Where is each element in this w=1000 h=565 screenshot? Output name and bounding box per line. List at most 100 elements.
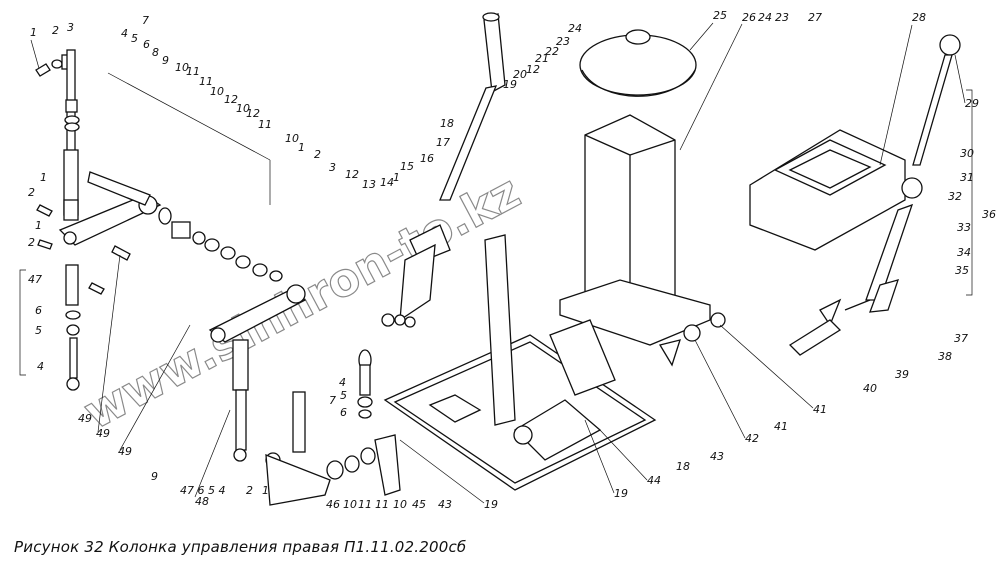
part-label: 11 bbox=[199, 75, 213, 88]
part-label: 28 bbox=[912, 11, 926, 24]
part-label: 12 bbox=[345, 168, 359, 181]
part-label: 47 bbox=[28, 273, 42, 286]
part-label: 5 bbox=[131, 32, 138, 45]
part-label: 7 bbox=[142, 14, 149, 27]
part-label: 10 bbox=[175, 61, 189, 74]
part-label: 15 bbox=[400, 160, 414, 173]
upper-right-box bbox=[749, 129, 906, 251]
part-label: 10 bbox=[236, 102, 250, 115]
part-label: 27 bbox=[808, 11, 822, 24]
part-label: 36 bbox=[982, 208, 996, 221]
part-label: 1 bbox=[298, 141, 305, 154]
part-label: 5 bbox=[35, 324, 42, 337]
part-label: 32 bbox=[948, 190, 962, 203]
part-label: 12 bbox=[246, 107, 260, 120]
part-label: 6 bbox=[340, 406, 347, 419]
part-label: 24 bbox=[758, 11, 772, 24]
part-label: 30 bbox=[960, 147, 974, 160]
part-label: 35 bbox=[955, 264, 969, 277]
part-label: 11 bbox=[375, 498, 389, 511]
part-label: 11 bbox=[358, 498, 372, 511]
base-plate bbox=[383, 234, 657, 491]
part-label: 20 bbox=[513, 68, 527, 81]
part-label: 10 bbox=[393, 498, 407, 511]
bushing-row bbox=[107, 72, 283, 282]
part-label: 48 bbox=[195, 495, 209, 508]
part-label: 43 bbox=[438, 498, 452, 511]
part-label: 18 bbox=[440, 117, 454, 130]
part-label: 49 bbox=[78, 412, 92, 425]
part-label: 41 bbox=[813, 403, 827, 416]
part-label: 1 bbox=[30, 26, 37, 39]
gear-lever bbox=[381, 12, 506, 328]
part-label: 22 bbox=[545, 45, 559, 58]
part-label: 37 bbox=[954, 332, 968, 345]
part-label: 4 bbox=[121, 27, 128, 40]
left-rod-assembly bbox=[19, 39, 162, 391]
lower-link-assembly bbox=[208, 284, 401, 506]
part-label: 21 bbox=[535, 52, 549, 65]
part-label: 9 bbox=[162, 54, 169, 67]
part-label: 26 bbox=[742, 11, 756, 24]
part-label: 19 bbox=[614, 487, 628, 500]
part-label: 43 bbox=[710, 450, 724, 463]
part-label: 14 bbox=[380, 176, 394, 189]
part-label: 3 bbox=[329, 161, 336, 174]
part-label: 39 bbox=[895, 368, 909, 381]
part-label: 16 bbox=[420, 152, 434, 165]
part-label: 9 bbox=[151, 470, 158, 483]
part-label: 12 bbox=[224, 93, 238, 106]
part-label: 41 bbox=[774, 420, 788, 433]
part-label: 8 bbox=[152, 46, 159, 59]
part-label: 1 bbox=[393, 171, 400, 184]
part-label: 10 bbox=[210, 85, 224, 98]
part-label: 4 bbox=[339, 376, 346, 389]
part-label: 23 bbox=[556, 35, 570, 48]
part-label: 11 bbox=[258, 118, 272, 131]
part-label: 25 bbox=[713, 9, 727, 22]
part-label: 13 bbox=[362, 178, 376, 191]
column-housing bbox=[559, 29, 711, 346]
part-label: 12 bbox=[526, 63, 540, 76]
part-label: 49 bbox=[96, 427, 110, 440]
part-label: 2 bbox=[52, 24, 59, 37]
part-label: 19 bbox=[484, 498, 498, 511]
leader-lines bbox=[97, 22, 966, 504]
part-label: 46 bbox=[326, 498, 340, 511]
right-lever-assembly bbox=[658, 34, 973, 367]
part-label: 6 bbox=[35, 304, 42, 317]
part-label: 45 bbox=[412, 498, 426, 511]
part-label: 19 bbox=[503, 78, 517, 91]
part-label: 44 bbox=[647, 474, 661, 487]
part-label: 49 bbox=[118, 445, 132, 458]
part-label: 10 bbox=[285, 132, 299, 145]
part-label: 4 bbox=[37, 360, 44, 373]
part-label: 11 bbox=[186, 65, 200, 78]
part-label: 10 bbox=[343, 498, 357, 511]
part-label: 34 bbox=[957, 246, 971, 259]
part-label: 18 bbox=[676, 460, 690, 473]
part-label: 3 bbox=[67, 21, 74, 34]
part-label: 29 bbox=[965, 97, 979, 110]
part-label: 1 bbox=[35, 219, 42, 232]
figure-caption: Рисунок 32 Колонка управления правая П1.… bbox=[14, 538, 467, 556]
part-label: 6 bbox=[143, 38, 150, 51]
part-label: 33 bbox=[957, 221, 971, 234]
part-label: 42 bbox=[745, 432, 759, 445]
part-label: 2 bbox=[246, 484, 253, 497]
part-label: 2 bbox=[28, 186, 35, 199]
part-label: 2 bbox=[314, 148, 321, 161]
part-label: 31 bbox=[960, 171, 974, 184]
part-label: 47 6 5 4 bbox=[180, 484, 225, 497]
part-label: 23 bbox=[775, 11, 789, 24]
part-label: 40 bbox=[863, 382, 877, 395]
part-label: 2 bbox=[28, 236, 35, 249]
part-label: 24 bbox=[568, 22, 582, 35]
part-label: 1 bbox=[262, 484, 269, 497]
part-label: 17 bbox=[436, 136, 450, 149]
part-label: 1 bbox=[40, 171, 47, 184]
part-label: 7 bbox=[329, 394, 336, 407]
part-label: 5 bbox=[340, 389, 347, 402]
